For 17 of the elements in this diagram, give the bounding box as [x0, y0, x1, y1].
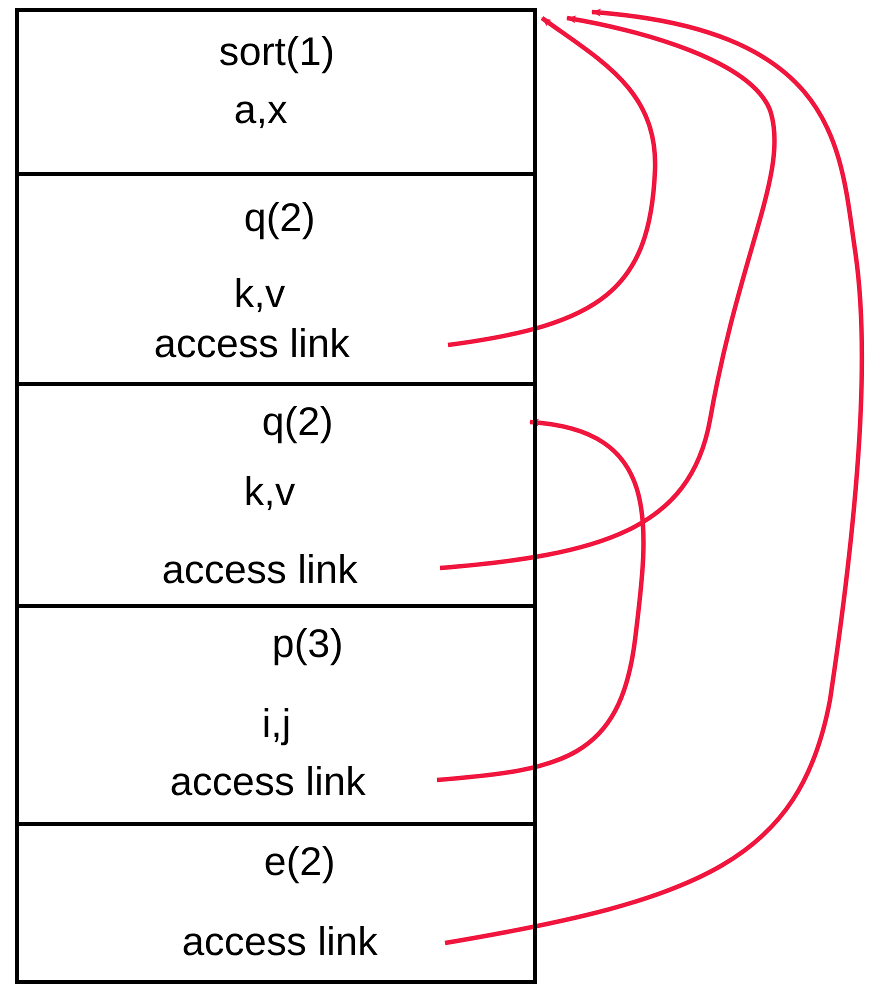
variable-list: i,j: [262, 702, 291, 746]
access-link-arrow: [444, 9, 864, 946]
access-link-label: access link: [182, 920, 378, 964]
record-title: q(2): [244, 196, 316, 240]
access-link-arrow: [436, 419, 646, 782]
variable-list: k,v: [234, 272, 286, 316]
access-link-arrow: [440, 16, 777, 570]
record-title: p(3): [272, 622, 344, 666]
access-link-label: access link: [162, 548, 358, 592]
variable-list: k,v: [244, 470, 296, 514]
record-title: e(2): [264, 840, 336, 884]
record-title: q(2): [262, 400, 334, 444]
access-link-arrow: [448, 16, 658, 348]
record-title: sort(1): [219, 30, 335, 74]
access-link-label: access link: [154, 322, 350, 366]
access-link-label: access link: [170, 760, 366, 804]
access-link-label: a,x: [234, 88, 288, 132]
